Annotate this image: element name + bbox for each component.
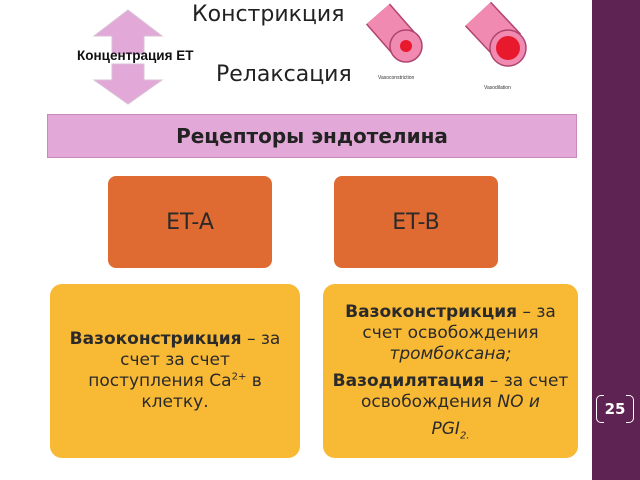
receptor-et-a: ET-A bbox=[108, 176, 272, 268]
dilated-vessel-icon bbox=[464, 1, 527, 67]
et-b-effect2-mediator-2-sub: 2. bbox=[459, 430, 470, 442]
receptor-et-b: ET-B bbox=[334, 176, 498, 268]
et-b-effect2-desc: – за счет освобождения bbox=[361, 371, 569, 412]
et-b-effect1-text: Вазоконстрикция – за счет освобождения т… bbox=[331, 302, 570, 365]
et-b-effect-box: Вазоконстрикция – за счет освобождения т… bbox=[323, 284, 578, 458]
banner-title: Рецепторы эндотелина bbox=[176, 124, 448, 148]
et-b-effect1-term: Вазоконстрикция bbox=[345, 302, 518, 322]
up-arrow-icon bbox=[92, 9, 164, 55]
relaxation-label: Релаксация bbox=[216, 62, 352, 87]
concentration-label: Концентрация ЕТ bbox=[77, 48, 194, 63]
et-a-effect-box: Вазоконстрикция – за счет за счет поступ… bbox=[50, 284, 300, 458]
et-a-effect-line: – за счет за счет поступления bbox=[88, 329, 281, 391]
et-a-effect-end: в клетку. bbox=[141, 371, 262, 412]
right-bracket-icon bbox=[626, 395, 634, 423]
et-b-effect2-term: Вазодилятация bbox=[332, 371, 485, 391]
vessel-illustration: Vasoconstriction Vasodilation bbox=[360, 0, 532, 100]
down-arrow-icon bbox=[92, 63, 164, 105]
et-b-effect2-text: Вазодилятация – за счет освобождения NO … bbox=[331, 371, 570, 413]
receptor-et-b-label: ET-B bbox=[392, 209, 440, 235]
et-b-effect2-mediator-1: NO и bbox=[497, 392, 540, 412]
receptors-banner: Рецепторы эндотелина bbox=[47, 114, 577, 158]
et-a-effect-term: Вазоконстрикция bbox=[69, 329, 242, 349]
et-b-effect2-mediator-2: PGI bbox=[431, 419, 460, 439]
et-b-effect1-mediator: тромбоксана; bbox=[389, 344, 512, 364]
vessels-svg bbox=[365, 1, 527, 67]
constriction-label: Констрикция bbox=[192, 2, 345, 27]
sidebar-band bbox=[592, 0, 640, 480]
vasodilation-caption: Vasodilation bbox=[484, 85, 511, 91]
page-number-text: 25 bbox=[604, 400, 626, 418]
et-a-effect-text: Вазоконстрикция – за счет за счет поступ… bbox=[60, 329, 290, 413]
page-number: 25 bbox=[594, 394, 636, 424]
et-b-effect2-mediator-2-line: PGI2. bbox=[431, 419, 470, 442]
receptor-et-a-label: ET-A bbox=[166, 209, 214, 235]
et-a-ion: Ca bbox=[209, 371, 232, 391]
et-b-effect1-desc: – за счет освобождения bbox=[362, 302, 556, 343]
concentration-arrows bbox=[92, 9, 164, 105]
vasoconstriction-caption: Vasoconstriction bbox=[378, 75, 415, 81]
left-bracket-icon bbox=[596, 395, 604, 423]
et-a-ion-charge: 2+ bbox=[231, 371, 247, 383]
constricted-vessel-icon bbox=[365, 3, 423, 63]
